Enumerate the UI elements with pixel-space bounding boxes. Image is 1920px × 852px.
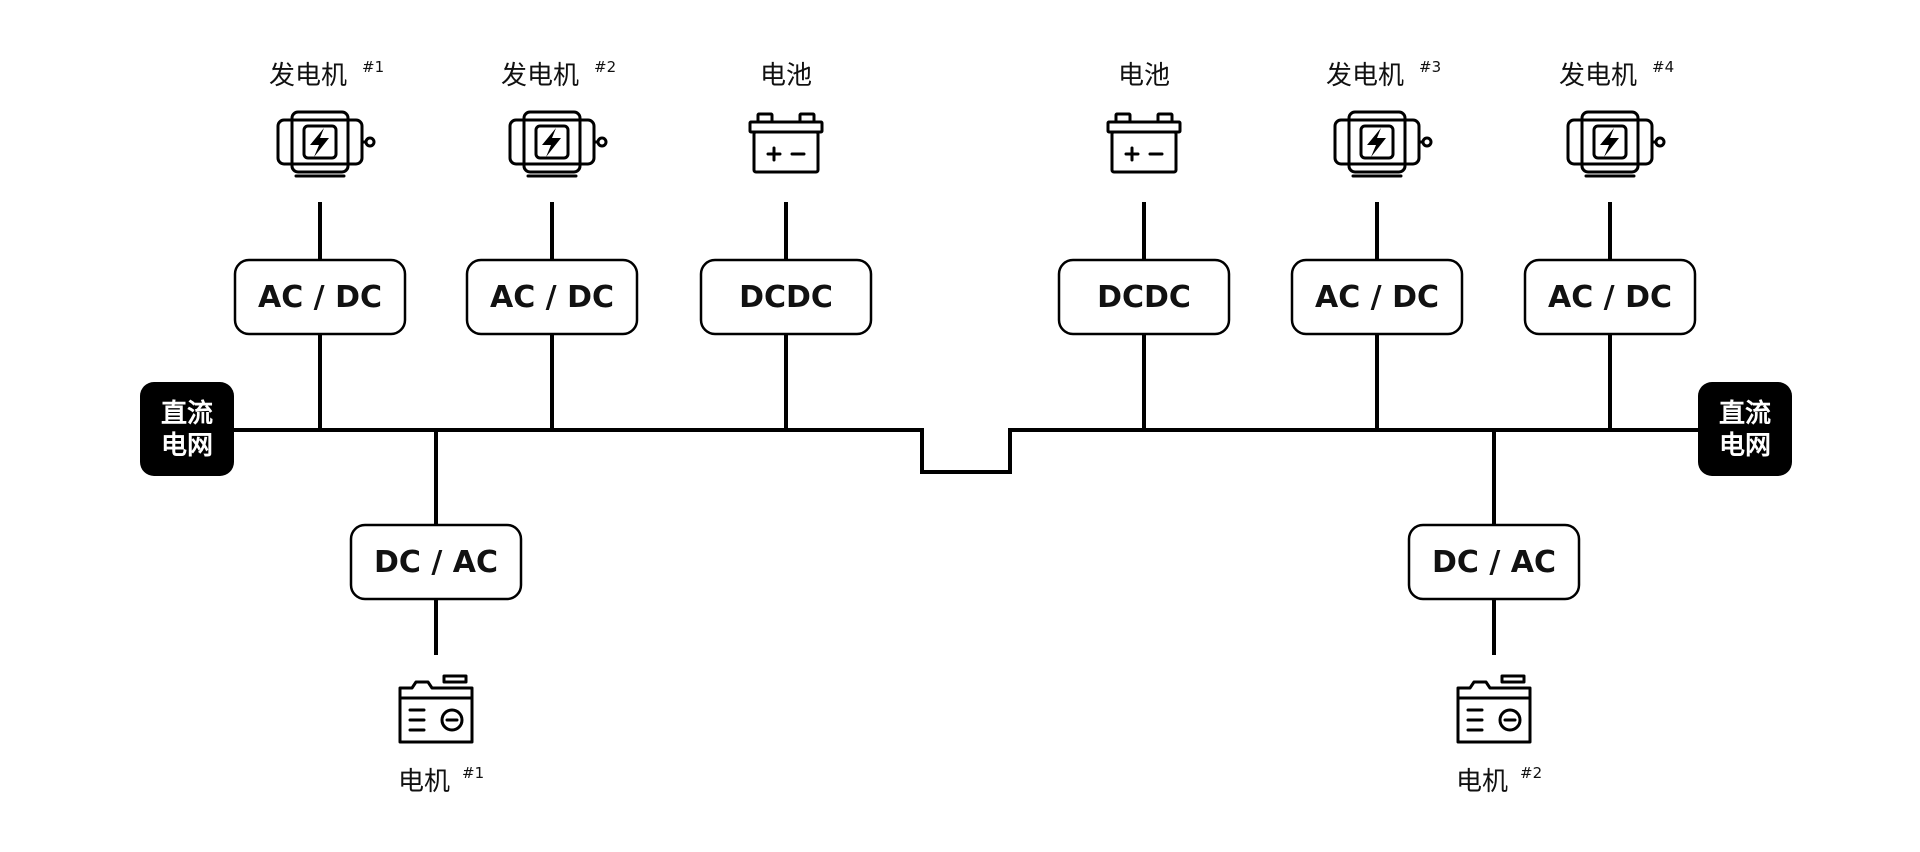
source-sup: #2 bbox=[594, 58, 616, 76]
converter-box: DCDC bbox=[699, 258, 873, 336]
converter-box: DC / AC bbox=[349, 523, 523, 601]
source-sup: #3 bbox=[1419, 58, 1441, 76]
source-label: 电池 bbox=[1118, 61, 1170, 91]
converter-box: AC / DC bbox=[1290, 258, 1464, 336]
generator-icon bbox=[276, 110, 376, 178]
battery-icon bbox=[1106, 112, 1182, 174]
converter-label: AC / DC bbox=[1548, 280, 1672, 315]
source-label: 发电机 bbox=[1559, 61, 1637, 91]
converter-box: DC / AC bbox=[1407, 523, 1581, 601]
source-branch: 电池 DCDC bbox=[699, 61, 873, 430]
dc-grid-left-line1: 直流 bbox=[161, 399, 213, 429]
source-branch: 电池 DCDC bbox=[1057, 61, 1231, 430]
load-sup: #2 bbox=[1520, 764, 1542, 782]
source-branch: 发电机 #1 AC / DC bbox=[233, 58, 407, 430]
load-label: 电机 bbox=[398, 767, 450, 797]
converter-label: DCDC bbox=[1097, 280, 1191, 315]
converter-label: AC / DC bbox=[1315, 280, 1439, 315]
source-branch: 发电机 #2 AC / DC bbox=[465, 58, 639, 430]
battery-icon bbox=[748, 112, 824, 174]
dc-grid-right: 直流 电网 bbox=[1698, 382, 1792, 476]
dc-bus-line bbox=[232, 428, 1700, 474]
source-branch: 发电机 #3 AC / DC bbox=[1290, 58, 1464, 430]
dc-grid-right-line2: 电网 bbox=[1719, 431, 1771, 461]
converter-label: AC / DC bbox=[490, 280, 614, 315]
converter-label: DC / AC bbox=[374, 545, 498, 580]
motor-icon bbox=[398, 674, 474, 744]
source-sup: #1 bbox=[362, 58, 384, 76]
motor-icon bbox=[1456, 674, 1532, 744]
converter-label: AC / DC bbox=[258, 280, 382, 315]
converter-label: DCDC bbox=[739, 280, 833, 315]
converter-box: AC / DC bbox=[233, 258, 407, 336]
source-label: 电池 bbox=[760, 61, 812, 91]
source-sup: #4 bbox=[1652, 58, 1674, 76]
source-branch: 发电机 #4 AC / DC bbox=[1523, 58, 1697, 430]
load-label: 电机 bbox=[1456, 767, 1508, 797]
converter-box: DCDC bbox=[1057, 258, 1231, 336]
converter-label: DC / AC bbox=[1432, 545, 1556, 580]
dc-grid-right-line1: 直流 bbox=[1719, 399, 1771, 429]
dc-grid-left: 直流 电网 bbox=[140, 382, 234, 476]
load-sup: #1 bbox=[462, 764, 484, 782]
converter-box: AC / DC bbox=[1523, 258, 1697, 336]
load-branch: DC / AC 电机 #1 bbox=[349, 430, 523, 797]
generator-icon bbox=[1566, 110, 1666, 178]
dc-grid-left-line2: 电网 bbox=[161, 431, 213, 461]
generator-icon bbox=[508, 110, 608, 178]
load-branch: DC / AC 电机 #2 bbox=[1407, 430, 1581, 797]
generator-icon bbox=[1333, 110, 1433, 178]
converter-box: AC / DC bbox=[465, 258, 639, 336]
source-label: 发电机 bbox=[1326, 61, 1404, 91]
source-label: 发电机 bbox=[269, 61, 347, 91]
source-label: 发电机 bbox=[501, 61, 579, 91]
